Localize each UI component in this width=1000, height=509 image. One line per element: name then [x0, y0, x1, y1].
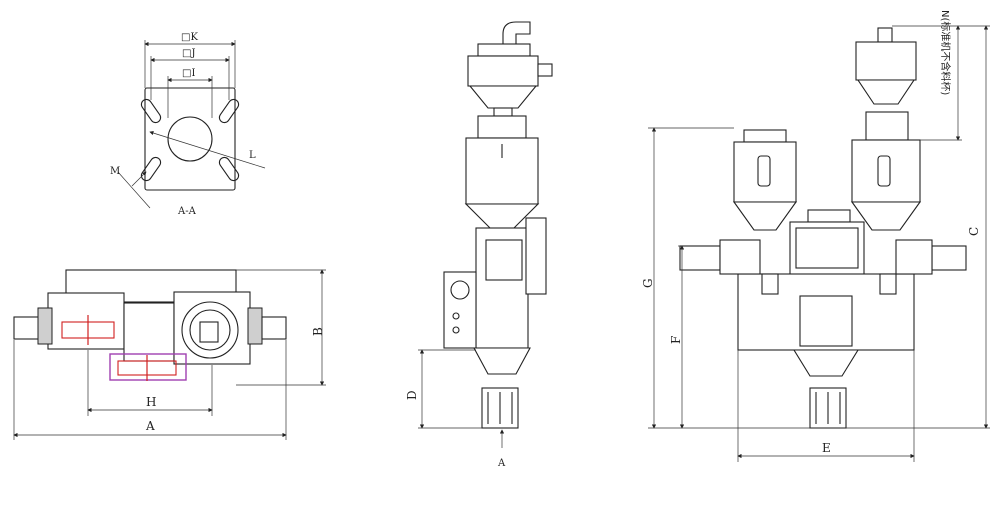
dim-a-label: A [145, 419, 155, 433]
top-frame [65, 269, 237, 303]
dim-j-label: □J [182, 48, 195, 59]
side-view: D A [405, 21, 553, 469]
flange-plate [144, 87, 236, 191]
flange-view: □K □J □I L M A-A [110, 32, 266, 217]
front-left-outlet [679, 245, 721, 271]
front-view: G F C N(标准机不含料杯) E [641, 10, 990, 462]
side-vacuum-hopper [467, 55, 539, 87]
side-dryer-hopper [465, 137, 539, 205]
dim-h-label: H [146, 395, 156, 409]
top-view: B H A [13, 269, 326, 440]
flange-center-hole [167, 116, 213, 162]
dim-k-label: □K [181, 32, 198, 43]
flange-view-title: A-A [177, 206, 197, 217]
dim-d-label: D [405, 390, 419, 400]
dim-i-label: □I [182, 68, 195, 79]
flange-slots [140, 98, 240, 182]
left-hopper-body [47, 292, 125, 350]
right-outlet [261, 316, 287, 340]
highlight-box [109, 353, 187, 381]
front-vacuum-hopper [855, 41, 917, 81]
dim-e-label: E [822, 441, 831, 455]
dim-m-label: M [110, 166, 120, 177]
front-right-outlet [931, 245, 967, 271]
center-body [123, 302, 175, 362]
side-panel [443, 271, 477, 349]
dim-f-label: F [669, 336, 683, 344]
dim-l-label: L [249, 150, 256, 161]
side-control-box [525, 217, 547, 295]
dim-c-label: C [967, 227, 981, 236]
dim-b-label: B [311, 327, 325, 336]
section-marker-a: A [497, 458, 506, 469]
dim-n-label: N(标准机不含料杯) [939, 10, 952, 95]
dim-g-label: G [641, 278, 655, 288]
right-hopper-body [173, 291, 251, 365]
